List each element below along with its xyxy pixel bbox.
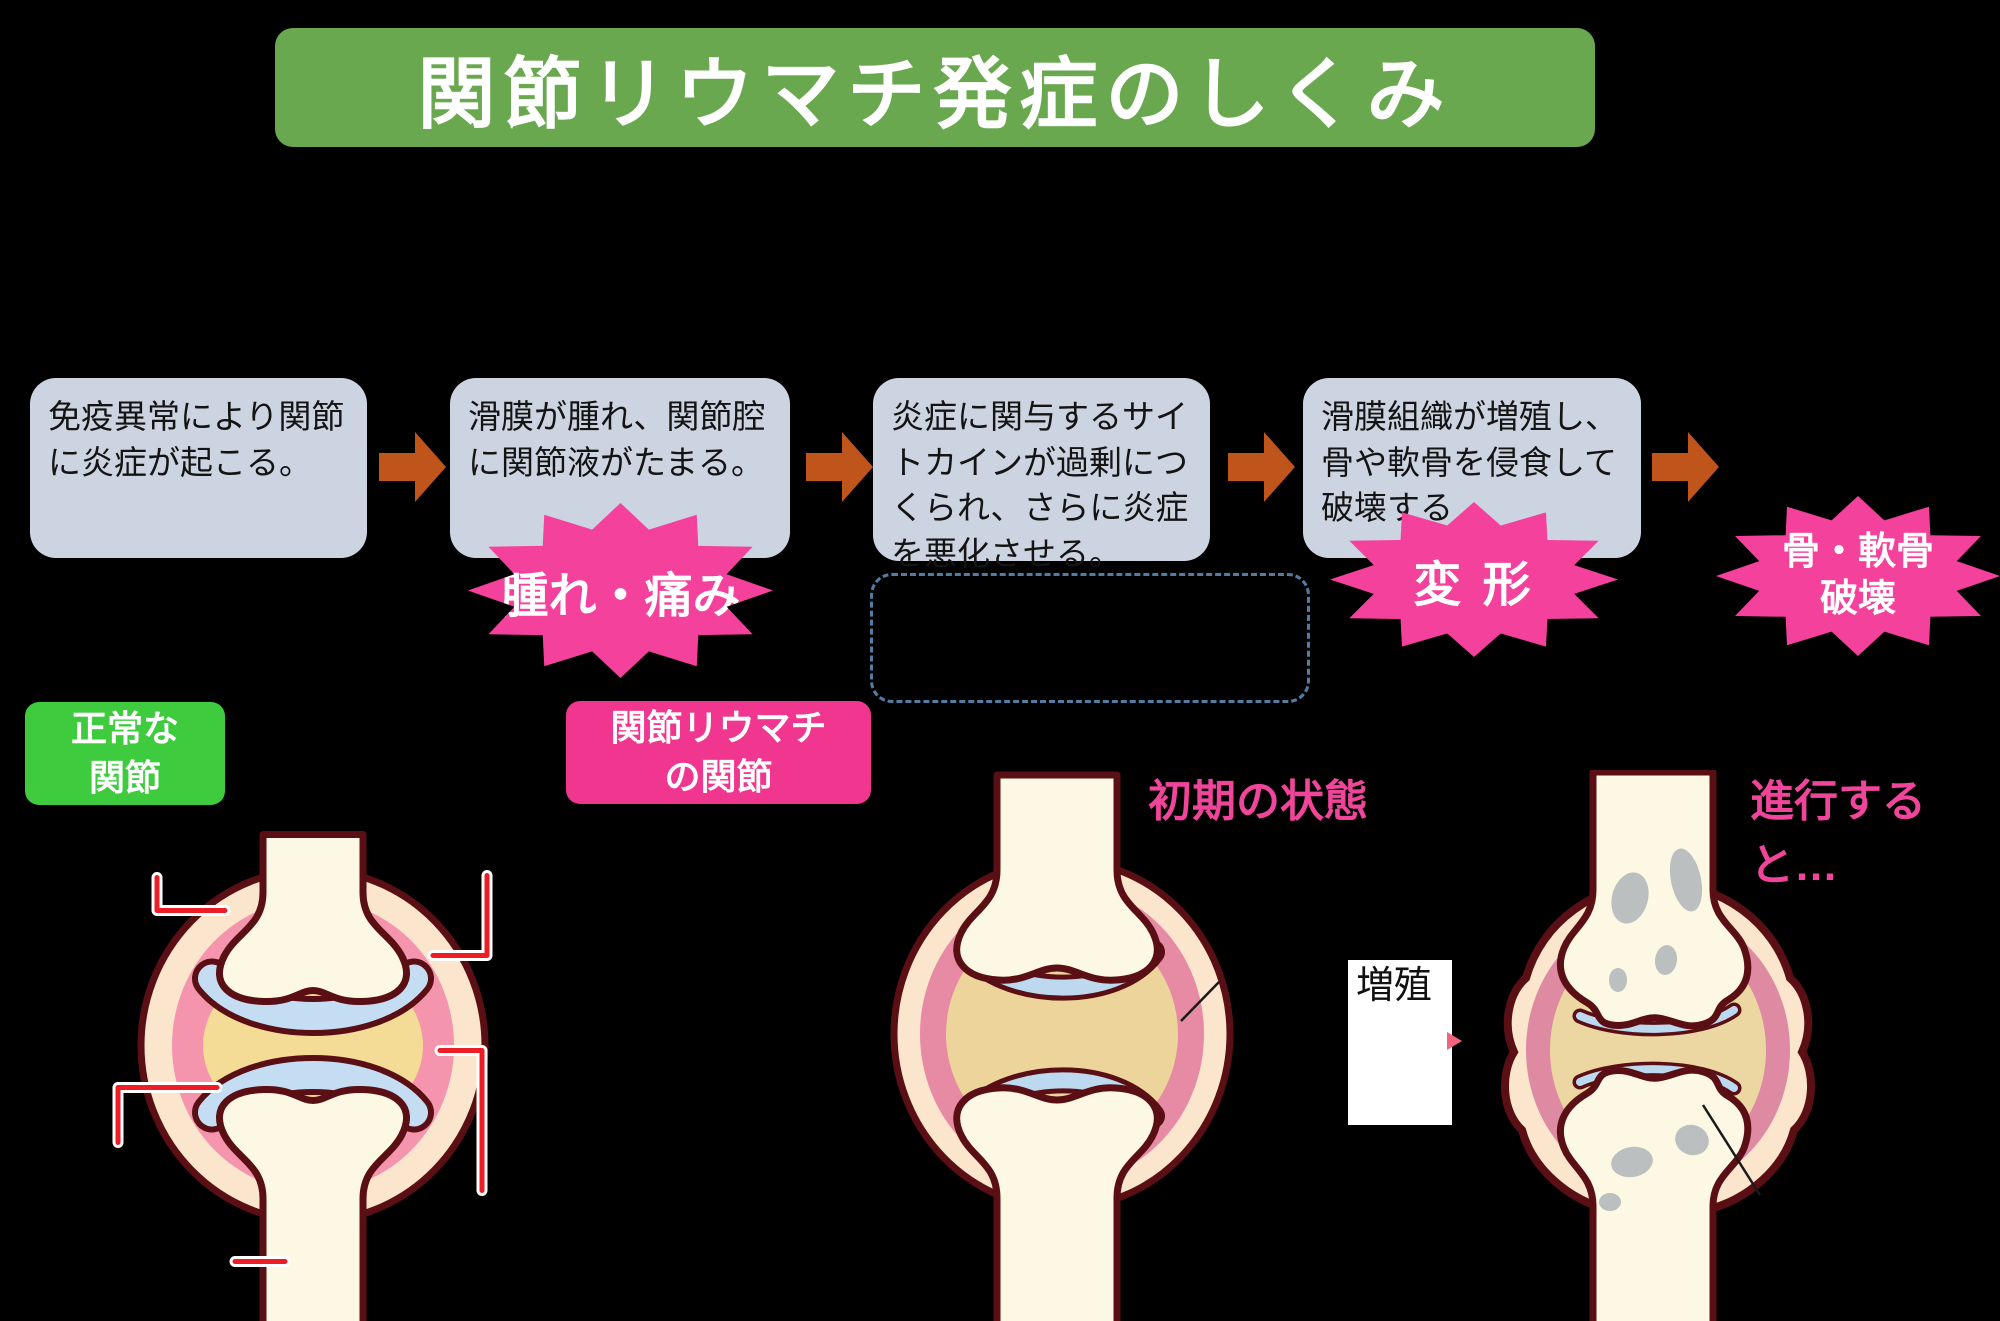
flow-arrow-icon [1652,432,1719,502]
proliferation-note: 増殖 [1348,960,1452,1125]
flow-step-4-text: 滑膜組織が増殖し、骨や軟骨を侵食して破壊する [1321,398,1618,527]
early-stage-label-text: 初期の状態 [1148,777,1368,826]
bone-lower [953,1084,1161,1321]
flow-step-3: 炎症に関与するサイトカインが過剰につくられ、さらに炎症を悪化させる。 [873,378,1210,572]
ra-joint-label-text: 関節リウマチ の関節 [610,706,827,797]
page-title: 関節リウマチ発症のしくみ [417,49,1453,138]
annotation-dashed-box [870,573,1310,703]
flow-step-4: 滑膜組織が増殖し、骨や軟骨を侵食して破壊する [1303,378,1641,558]
leader-line [1180,981,1220,1022]
flow-step-2-text: 滑膜が腫れ、関節腔に関節液がたまる。 [468,398,766,481]
flow-arrow-icon [1228,432,1295,502]
bone-destruction-burst: 骨・軟骨 破壊 [1716,496,2000,656]
deformity-burst-text: 変 形 [1413,558,1535,612]
bone-destruction-burst-text: 骨・軟骨 破壊 [1781,530,1934,621]
eroded-bone-upper [1556,770,1752,1030]
advanced-ra-joint-illustration [1501,770,1815,1321]
flow-arrow-icon [379,432,446,502]
early-stage-label: 初期の状態 [1148,765,1368,829]
cartilage-lower-remnant [1572,1061,1742,1096]
bone-upper [953,771,1161,984]
flow-step-1-text: 免疫異常により関節に炎症が起こる。 [48,398,345,481]
swelling-pain-burst-text: 腫れ・痛み [500,569,741,623]
leader-line [1701,1104,1762,1196]
normal-joint-label: 正常な 関節 [25,702,225,805]
progression-label: 進行すると… [1750,765,2000,893]
bone-erosion-patches [1599,848,1709,1211]
proliferation-arrow-icon [1447,1032,1462,1050]
flow-arrow-icon [806,432,873,502]
leader-lines [112,870,493,1267]
flow-step-3-text: 炎症に関与するサイトカインが過剰につくられ、さらに炎症を悪化させる。 [891,398,1189,572]
normal-joint-label-text: 正常な 関節 [70,707,179,798]
bone-upper [216,831,410,1006]
early-ra-joint-illustration [890,771,1234,1321]
ra-joint-label: 関節リウマチ の関節 [566,701,871,804]
title-banner: 関節リウマチ発症のしくみ [275,28,1595,147]
proliferation-note-text: 増殖 [1356,965,1433,1007]
flow-step-1: 免疫異常により関節に炎症が起こる。 [30,378,367,558]
progression-label-text: 進行すると… [1750,777,1926,890]
normal-joint-illustration [112,831,493,1321]
cartilage-upper-remnant [1572,1002,1742,1037]
